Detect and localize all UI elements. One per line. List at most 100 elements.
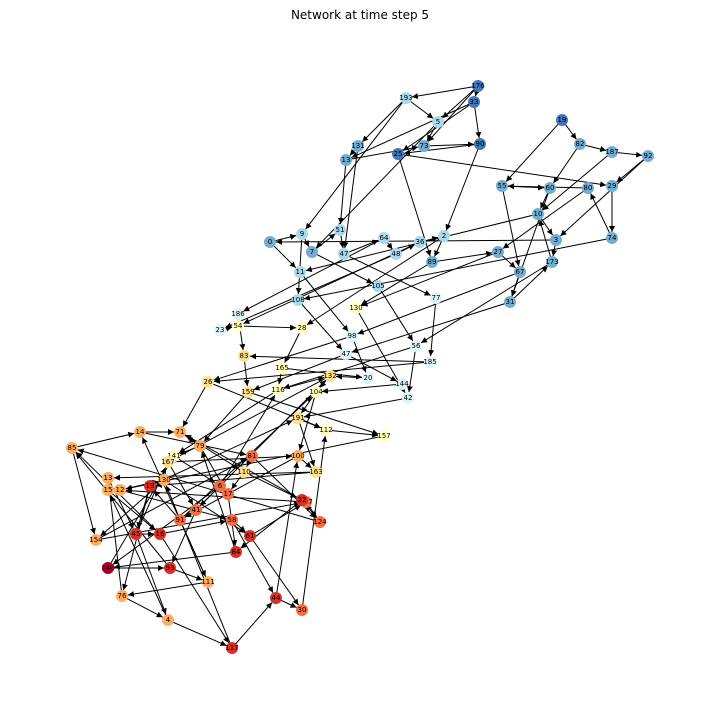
node-19: 3 xyxy=(550,234,562,246)
node-label: 9 xyxy=(300,230,304,238)
edge-164 xyxy=(427,85,479,142)
node-label: 23 xyxy=(216,326,225,334)
node-60: 85 xyxy=(66,442,78,454)
edge-3 xyxy=(473,101,482,139)
node-circle xyxy=(296,228,308,240)
node-77: 41 xyxy=(190,504,202,516)
edge-169 xyxy=(165,485,233,649)
node-46: 185 xyxy=(423,356,437,368)
edge-112 xyxy=(231,602,273,649)
node-label: 4 xyxy=(166,616,171,624)
edge-127 xyxy=(185,455,299,518)
node-18: 10 xyxy=(532,208,544,220)
node-circle xyxy=(334,224,346,236)
node-circle xyxy=(162,456,174,468)
edge-181 xyxy=(195,379,327,511)
node-51: 42 xyxy=(402,392,414,404)
node-circle xyxy=(90,534,102,546)
node-circle xyxy=(496,180,508,192)
edge-2 xyxy=(442,85,479,119)
node-label: 17 xyxy=(224,490,233,498)
edge-154 xyxy=(420,261,553,344)
node-23: 51 xyxy=(334,224,346,236)
node-label: 71 xyxy=(176,428,185,436)
node-circle xyxy=(400,92,412,104)
edge-61 xyxy=(237,324,297,331)
node-71: 130 xyxy=(157,474,171,486)
node-59: 157 xyxy=(377,430,391,442)
edge-13 xyxy=(345,145,419,161)
edge-97 xyxy=(153,490,181,521)
node-94: 44 xyxy=(270,592,282,604)
node-label: 159 xyxy=(241,388,254,396)
node-label: 187 xyxy=(605,148,618,156)
edge-78 xyxy=(325,429,379,438)
node-label: 104 xyxy=(309,388,323,396)
edge-65 xyxy=(406,345,417,393)
node-label: 26 xyxy=(204,378,213,386)
node-22: 7 xyxy=(306,246,318,258)
edge-157 xyxy=(560,155,649,237)
node-circle xyxy=(294,266,306,278)
edge-130 xyxy=(107,489,156,531)
node-label: 100 xyxy=(291,452,304,460)
node-32: 31 xyxy=(504,296,516,308)
node-label: 51 xyxy=(336,226,345,234)
edge-153 xyxy=(351,301,511,354)
node-circle xyxy=(222,488,234,500)
node-circle xyxy=(292,412,304,424)
edge-84 xyxy=(167,453,293,463)
node-label: 130 xyxy=(349,304,362,312)
node-circle xyxy=(474,138,486,150)
node-label: 124 xyxy=(313,518,327,526)
node-label: 131 xyxy=(351,142,364,150)
edge-15 xyxy=(403,143,481,156)
node-circle xyxy=(158,474,170,486)
node-35: 108 xyxy=(291,294,305,306)
node-50: 144 xyxy=(395,378,409,390)
node-circle xyxy=(532,208,544,220)
node-circle xyxy=(296,494,308,506)
node-93: 117 xyxy=(225,642,239,654)
node-52: 26 xyxy=(202,376,214,388)
node-circle xyxy=(162,614,174,626)
node-58: 112 xyxy=(319,424,333,436)
node-8: 131 xyxy=(351,140,365,152)
node-label: 54 xyxy=(234,322,243,330)
node-label: 48 xyxy=(392,250,401,258)
node-label: 2 xyxy=(442,232,446,240)
node-circle xyxy=(430,292,442,304)
node-circle xyxy=(232,320,244,332)
node-40: 54 xyxy=(232,320,244,332)
node-89: 93 xyxy=(164,562,176,574)
node-26: 48 xyxy=(390,248,402,260)
node-48: 165 xyxy=(275,362,289,374)
edge-121 xyxy=(71,447,96,535)
node-label: 73 xyxy=(420,142,429,150)
edge-151 xyxy=(361,251,499,307)
node-circle xyxy=(426,256,438,268)
node-87: 84 xyxy=(230,546,242,558)
edge-70 xyxy=(321,383,403,394)
node-15: 80 xyxy=(582,182,594,194)
edge-145 xyxy=(355,307,406,394)
edge-158 xyxy=(542,151,613,211)
node-45: 56 xyxy=(410,340,422,352)
node-label: 42 xyxy=(404,394,413,402)
edge-54 xyxy=(360,261,433,306)
edge-44 xyxy=(511,187,551,297)
node-circle xyxy=(432,116,444,128)
node-label: 3 xyxy=(554,236,558,244)
node-label: 31 xyxy=(506,298,515,306)
node-circle xyxy=(556,114,568,126)
edge-160 xyxy=(505,119,563,182)
node-circle xyxy=(378,430,390,442)
node-label: 93 xyxy=(166,564,175,572)
edge-170 xyxy=(275,461,300,599)
node-0: 176 xyxy=(471,80,485,92)
edge-42 xyxy=(502,187,589,249)
node-label: 84 xyxy=(232,548,241,556)
node-82: 58 xyxy=(226,514,238,526)
node-label: 19 xyxy=(146,482,155,490)
